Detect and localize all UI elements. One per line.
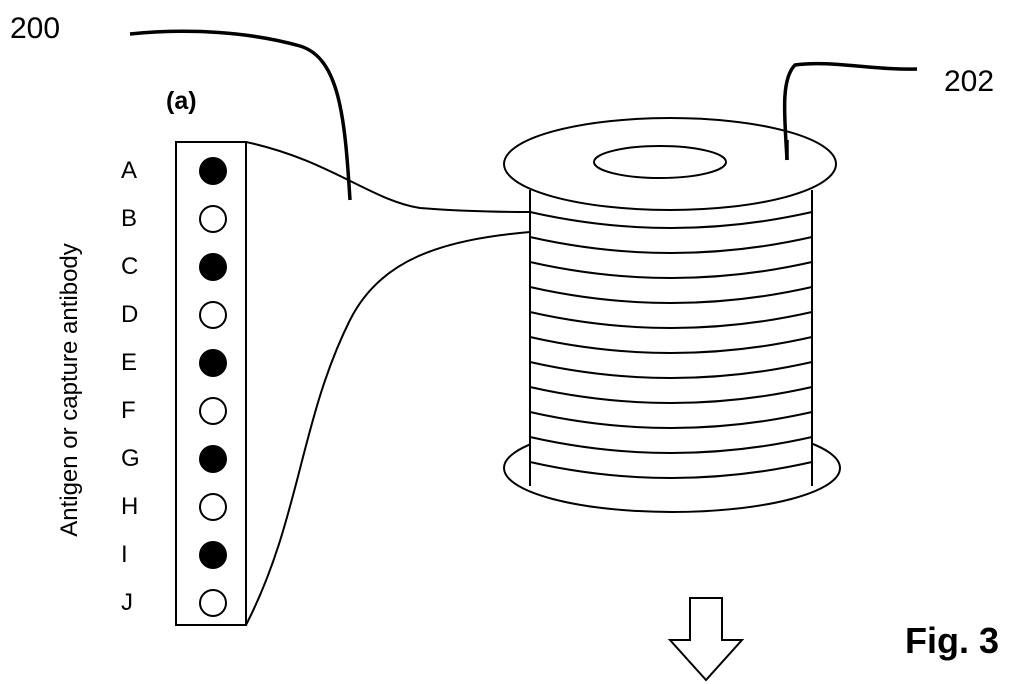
row-spot-g <box>199 445 227 473</box>
row-letter-d: D <box>121 301 138 328</box>
row-letter-h: H <box>121 493 138 520</box>
panel-label: (a) <box>166 87 197 115</box>
winding-line <box>529 361 813 379</box>
spool-core-fill <box>530 180 812 480</box>
figure-caption: Fig. 3 <box>905 620 999 661</box>
leader-line-200 <box>129 29 352 201</box>
spool <box>503 117 841 513</box>
spool-windings <box>529 211 813 479</box>
winding-line <box>529 336 813 354</box>
row-spot-h <box>199 493 227 521</box>
row-letter-c: C <box>121 253 138 280</box>
winding-line <box>529 461 813 479</box>
row-letter-g: G <box>121 445 140 472</box>
row-letter-j: J <box>121 589 133 616</box>
winding-line <box>529 286 813 304</box>
winding-line <box>529 261 813 279</box>
row-letter-b: B <box>121 205 137 232</box>
row-letter-f: F <box>121 397 136 424</box>
row-spot-j <box>199 589 227 617</box>
connector-bottom <box>245 231 531 626</box>
winding-line <box>529 436 813 454</box>
winding-line <box>529 411 813 429</box>
down-arrow-icon <box>667 597 745 682</box>
winding-line <box>529 386 813 404</box>
row-letter-a: A <box>121 157 137 184</box>
row-spot-a <box>199 157 227 185</box>
row-spot-f <box>199 397 227 425</box>
winding-line <box>529 211 813 229</box>
reference-200: 200 <box>10 12 60 45</box>
winding-line <box>529 236 813 254</box>
row-letter-i: I <box>121 541 128 568</box>
array-strip <box>175 141 247 626</box>
spool-hole <box>593 145 727 179</box>
row-spot-b <box>199 205 227 233</box>
row-spot-c <box>199 253 227 281</box>
row-spot-i <box>199 541 227 569</box>
row-spot-e <box>199 349 227 377</box>
row-letter-e: E <box>121 349 137 376</box>
connector-top <box>245 141 531 213</box>
axis-label: Antigen or capture antibody <box>56 243 83 537</box>
winding-line <box>529 311 813 329</box>
reference-202: 202 <box>944 65 994 98</box>
spool-top-flange <box>503 117 837 211</box>
leader-line-202 <box>782 61 918 161</box>
row-spot-d <box>199 301 227 329</box>
